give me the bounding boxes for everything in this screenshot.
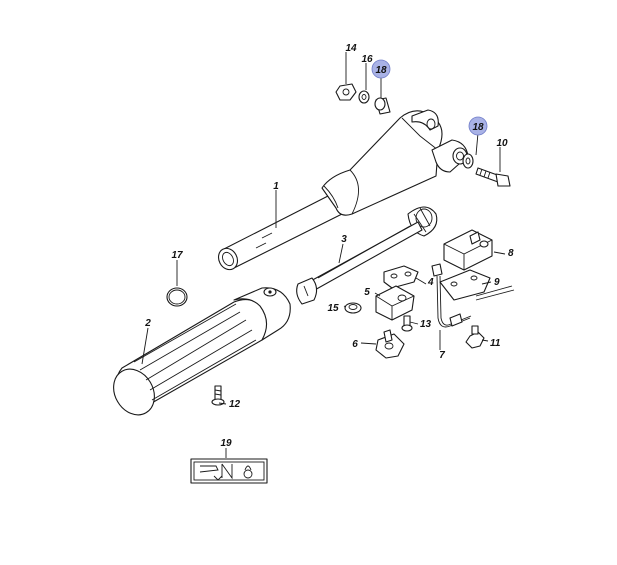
screw-part-12[interactable] <box>211 385 225 406</box>
label-part-8[interactable]: 8 <box>508 248 514 259</box>
label-part-4[interactable]: 4 <box>427 277 434 288</box>
cam-part-6[interactable] <box>375 329 405 359</box>
leader-lines <box>141 52 506 458</box>
label-part-3[interactable]: 3 <box>341 234 347 245</box>
label-part-18-top[interactable]: 18 <box>375 65 387 76</box>
label-part-17[interactable]: 17 <box>171 250 183 261</box>
label-part-11[interactable]: 11 <box>490 338 501 349</box>
label-part-16[interactable]: 16 <box>361 54 373 65</box>
bolt-part-10[interactable] <box>475 167 511 187</box>
block-part-5[interactable] <box>375 285 415 321</box>
label-part-6[interactable]: 6 <box>352 339 358 350</box>
label-part-15[interactable]: 15 <box>327 303 339 314</box>
decal-part-19[interactable] <box>190 458 268 484</box>
label-part-19[interactable]: 19 <box>220 438 232 449</box>
plate-part-4[interactable] <box>383 265 419 289</box>
cable-part-7[interactable] <box>431 263 472 328</box>
washer-part-16[interactable] <box>358 90 370 104</box>
screw-part-13[interactable] <box>401 315 413 332</box>
label-part-5[interactable]: 5 <box>364 287 370 298</box>
highlight-marker-18-right <box>468 116 488 136</box>
label-part-14[interactable]: 14 <box>345 43 357 54</box>
label-part-1[interactable]: 1 <box>273 181 279 192</box>
label-part-13[interactable]: 13 <box>420 319 432 330</box>
throttle-shaft-part-3[interactable] <box>296 221 423 305</box>
label-part-2[interactable]: 2 <box>144 318 151 329</box>
highlight-marker-18-top <box>371 59 391 79</box>
bracket-part-8[interactable] <box>443 229 493 271</box>
label-part-9[interactable]: 9 <box>494 277 500 288</box>
label-part-12[interactable]: 12 <box>229 399 241 410</box>
nut-part-14[interactable] <box>335 83 357 101</box>
part-labels: 1 2 3 4 5 6 7 8 9 10 11 12 13 14 15 16 1… <box>144 43 514 449</box>
label-part-10[interactable]: 10 <box>496 138 508 149</box>
throttle-grip-part-2[interactable] <box>106 287 291 422</box>
label-part-7[interactable]: 7 <box>439 350 445 361</box>
bolt-part-11[interactable] <box>465 325 485 349</box>
tiller-arm-part-1[interactable] <box>215 109 469 273</box>
label-part-18-right[interactable]: 18 <box>472 122 484 133</box>
o-ring-part-17[interactable] <box>166 287 188 307</box>
nut-part-15[interactable] <box>344 302 362 314</box>
bushing-part-18-right[interactable] <box>462 153 474 169</box>
bushing-part-18-top[interactable] <box>374 97 391 115</box>
plate-part-9[interactable] <box>439 269 515 301</box>
